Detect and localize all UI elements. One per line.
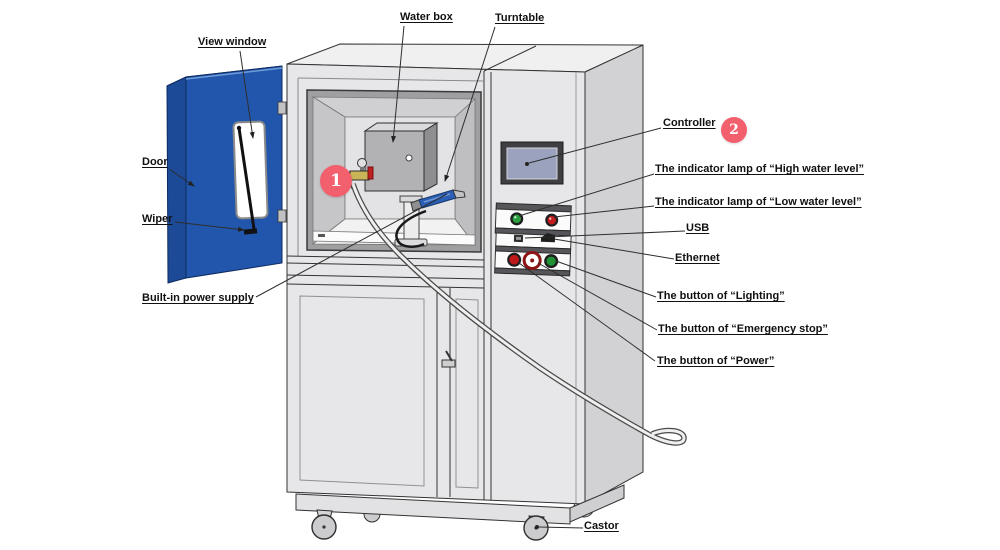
nozzle-cable (395, 209, 427, 248)
label-turntable: Turntable (495, 12, 545, 24)
drain-hose (350, 183, 687, 446)
label-low-water-lamp: The indicator lamp of “Low water level” (655, 196, 862, 208)
power-button (507, 252, 522, 267)
label-ethernet: Ethernet (675, 252, 720, 264)
controller-screen (500, 141, 564, 185)
label-door: Door (142, 156, 168, 168)
label-built-in-power-supply: Built-in power supply (142, 292, 254, 304)
marker-2-badge: 2 (721, 117, 747, 143)
control-panel (494, 141, 572, 277)
emergency-stop-button (522, 250, 542, 270)
label-button-emergency-stop: The button of “Emergency stop” (658, 323, 828, 335)
water-box-port (405, 154, 413, 162)
wiper-blade (236, 125, 258, 235)
label-controller: Controller (663, 117, 716, 129)
label-wiper: Wiper (142, 213, 173, 225)
ethernet-port (540, 233, 556, 243)
label-water-box: Water box (400, 11, 453, 23)
label-castor: Castor (584, 520, 619, 532)
chamber-door (166, 65, 287, 284)
label-button-power: The button of “Power” (657, 355, 775, 367)
castors (311, 509, 549, 541)
lighting-button (544, 254, 559, 269)
label-view-window: View window (198, 36, 267, 48)
label-high-water-lamp: The indicator lamp of “High water level” (655, 163, 865, 175)
door-handle (441, 350, 456, 368)
base (295, 484, 625, 525)
leader-lines (168, 25, 686, 529)
label-button-lighting: The button of “Lighting” (657, 290, 785, 302)
usb-port (513, 234, 524, 243)
marker-1-badge: 1 (320, 165, 352, 197)
label-usb: USB (686, 222, 710, 234)
